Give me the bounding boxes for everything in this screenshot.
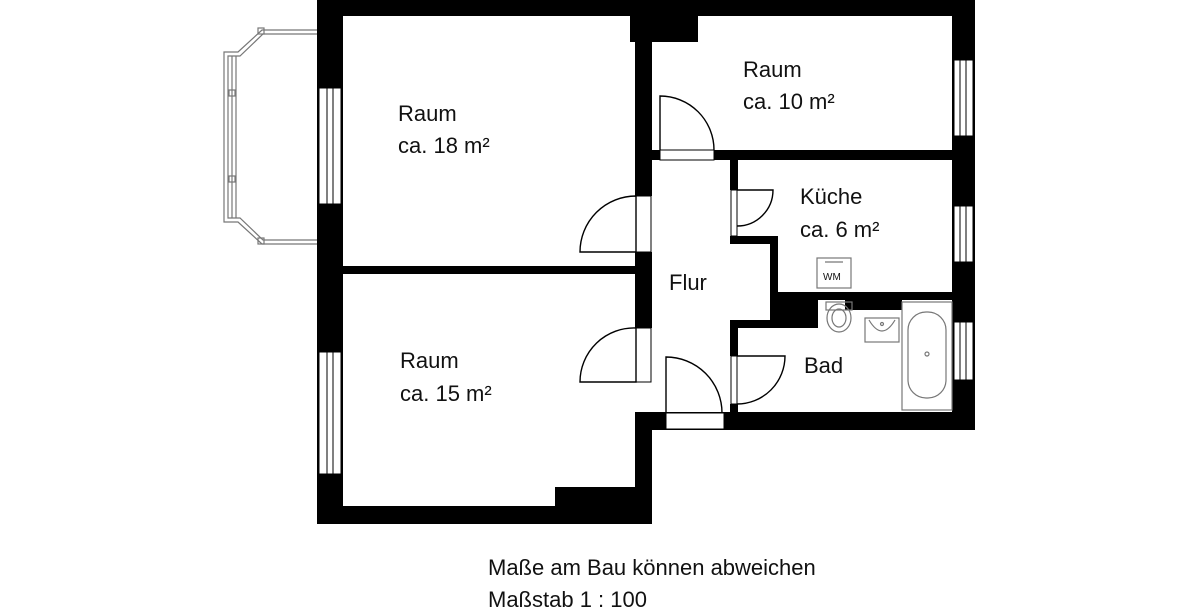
room-label-raum-18: Raum [398,101,457,126]
floor-plan: Raum ca. 18 m² Raum ca. 10 m² Küche ca. … [223,0,975,524]
room-label-raum-15: Raum [400,348,459,373]
room-label-flur: Flur [669,270,707,295]
room-area-raum-15: ca. 15 m² [400,381,492,406]
fixtures [816,257,953,411]
windows [318,59,974,475]
window-panes [326,60,967,474]
scale-note: Maßstab 1 : 100 [488,587,647,612]
room-area-raum-18: ca. 18 m² [398,133,490,158]
room-label-kueche: Küche [800,184,862,209]
room-label-bad: Bad [804,353,843,378]
room-label-raum-10: Raum [743,57,802,82]
washing-machine-label: WM [823,272,841,283]
room-area-raum-10: ca. 10 m² [743,89,835,114]
door-openings [635,149,738,430]
room-area-kueche: ca. 6 m² [800,217,879,242]
washing-machine [816,257,852,289]
door-swings [579,95,786,414]
interior-walls [343,16,952,418]
sink [864,317,900,343]
disclaimer-note: Maße am Bau können abweichen [488,555,816,580]
toilet-bowl [826,303,852,333]
balcony [223,27,317,245]
bathtub [901,301,953,411]
toilet-tank [825,301,853,311]
